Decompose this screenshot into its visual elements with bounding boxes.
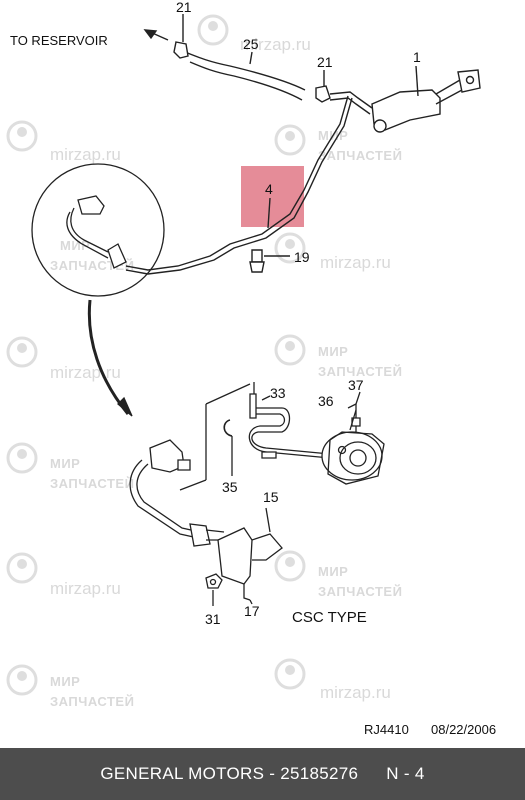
watermark-line2: ЗАПЧАСТЕЙ (318, 364, 402, 379)
watermark-logo (274, 550, 306, 582)
watermark-logo (6, 552, 38, 584)
watermark-line1: МИР (318, 344, 348, 359)
callout-21-middle: 21 (317, 54, 333, 70)
callout-21-top: 21 (176, 0, 192, 15)
watermark-line2: ЗАПЧАСТЕЙ (50, 476, 134, 491)
watermark-logo (6, 120, 38, 152)
reservoir-note: TO RESERVOIR (10, 33, 108, 48)
footer-part-number: GENERAL MOTORS - 25185276 (100, 764, 359, 783)
watermark-logo (197, 14, 229, 46)
detail-view-circle (31, 163, 165, 417)
callout-19: 19 (294, 249, 310, 265)
watermark-logo (274, 334, 306, 366)
callout-17: 17 (244, 603, 260, 619)
callout-1: 1 (413, 49, 421, 65)
watermark-line1: МИР (318, 564, 348, 579)
watermark-line2: ЗАПЧАСТЕЙ (318, 584, 402, 599)
watermark-logo (274, 124, 306, 156)
watermark-logo (6, 664, 38, 696)
callout-36: 36 (318, 393, 334, 409)
footer-bar: GENERAL MOTORS - 25185276 N - 4 (0, 748, 525, 800)
footer-position: N - 4 (386, 764, 425, 783)
highlight-part-4 (241, 166, 304, 227)
watermark-logo (6, 442, 38, 474)
callout-25: 25 (243, 36, 259, 52)
watermark-line1: МИР (50, 674, 80, 689)
callout-37: 37 (348, 377, 364, 393)
callout-33: 33 (270, 385, 286, 401)
watermark-logo (274, 232, 306, 264)
watermark-domain: mirzap.ru (50, 145, 121, 164)
watermark-layer: mirzap.ru mirzap.ru МИР ЗАПЧАСТЕЙ МИР ЗА… (6, 14, 402, 709)
watermark-logo (6, 336, 38, 368)
callout-15: 15 (263, 489, 279, 505)
watermark-logo (274, 658, 306, 690)
watermark-line2: ЗАПЧАСТЕЙ (318, 148, 402, 163)
watermark-domain: mirzap.ru (240, 35, 311, 54)
watermark-line2: ЗАПЧАСТЕЙ (50, 694, 134, 709)
lower-csc-linework (129, 382, 385, 606)
callout-35: 35 (222, 479, 238, 495)
callout-4: 4 (265, 181, 273, 197)
callout-31: 31 (205, 611, 221, 627)
watermark-domain: mirzap.ru (50, 579, 121, 598)
watermark-line1: МИР (50, 456, 80, 471)
watermark-domain: mirzap.ru (320, 253, 391, 272)
drawing-date: 08/22/2006 (431, 722, 496, 737)
csc-type-label: CSC TYPE (292, 609, 367, 626)
watermark-domain: mirzap.ru (50, 363, 121, 382)
drawing-reference: RJ4410 (364, 722, 409, 737)
upper-assembly-linework (125, 14, 481, 275)
clutch-hydraulic-diagram: mirzap.ru mirzap.ru МИР ЗАПЧАСТЕЙ МИР ЗА… (6, 0, 496, 737)
watermark-domain: mirzap.ru (320, 683, 391, 702)
watermark-line1: МИР (60, 238, 90, 253)
